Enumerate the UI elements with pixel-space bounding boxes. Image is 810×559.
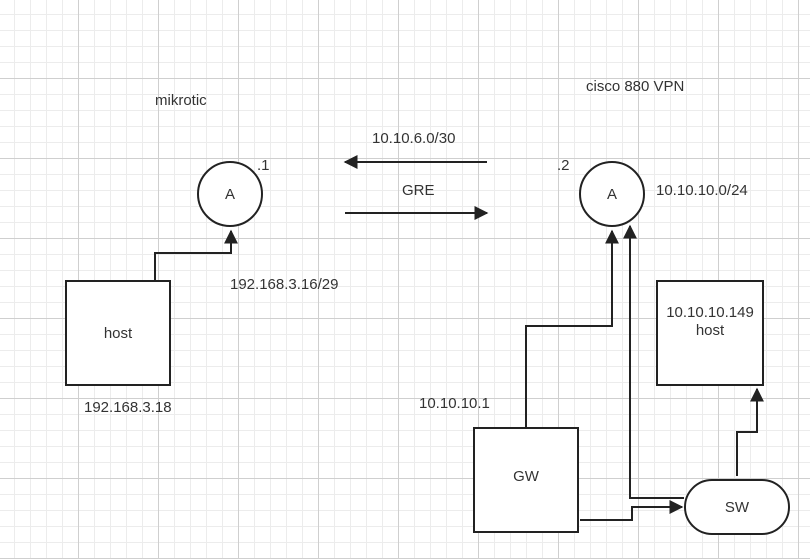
- link-gw-sw: [580, 500, 684, 521]
- router-left[interactable]: A: [197, 161, 263, 227]
- switch-label: SW: [724, 498, 750, 516]
- switch[interactable]: SW: [684, 479, 790, 535]
- mikrotic-label: mikrotic: [155, 92, 207, 109]
- host-left[interactable]: host: [65, 280, 171, 386]
- right-router-suffix: .2: [557, 157, 570, 174]
- link-sw-router: [623, 224, 684, 499]
- link-host-left-router: [154, 229, 238, 280]
- left-host-ip: 192.168.3.18: [84, 399, 172, 416]
- gateway[interactable]: GW: [473, 427, 579, 533]
- gw-ip: 10.10.10.1: [419, 395, 490, 412]
- gateway-label: GW: [513, 467, 539, 485]
- cisco-label: cisco 880 VPN: [586, 78, 685, 95]
- tunnel-network-label: 10.10.6.0/30: [372, 130, 456, 147]
- router-right[interactable]: A: [579, 161, 645, 227]
- host-left-label: host: [103, 324, 133, 342]
- right-lan-label: 10.10.10.0/24: [656, 182, 748, 199]
- router-left-label: A: [224, 185, 235, 203]
- gre-label: GRE: [402, 182, 435, 199]
- host-right-ip: 10.10.10.149: [666, 304, 754, 321]
- left-router-suffix: .1: [257, 157, 270, 174]
- left-lan-label: 192.168.3.16/29: [230, 276, 339, 293]
- router-right-label: A: [606, 185, 617, 203]
- host-right[interactable]: 10.10.10.149 host: [656, 280, 764, 386]
- link-sw-host: [736, 387, 764, 476]
- host-right-label: host: [695, 322, 725, 339]
- link-gw-router: [525, 229, 619, 427]
